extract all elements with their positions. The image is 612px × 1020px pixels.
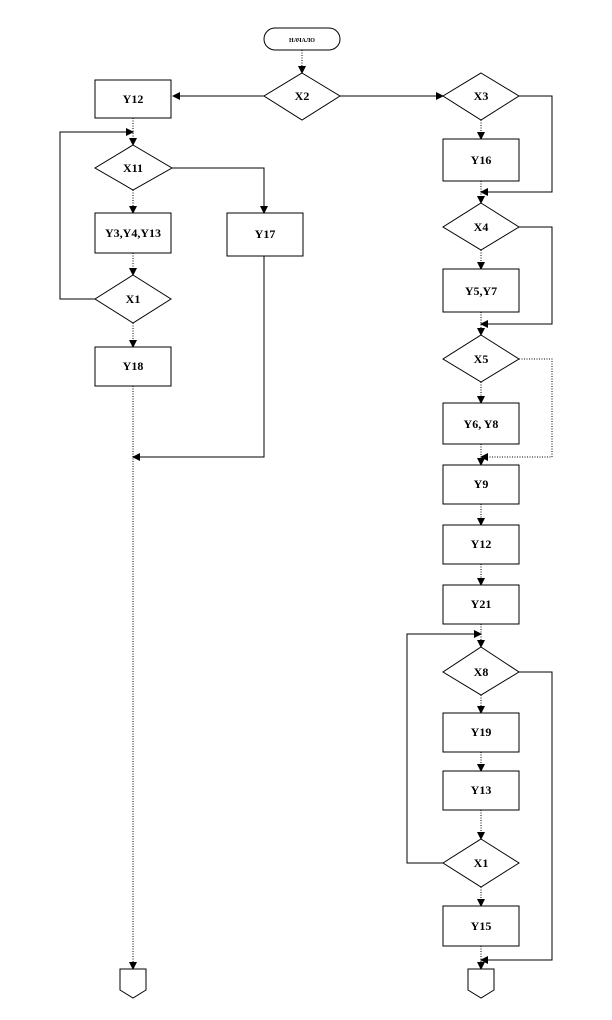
operation-y19: Y19 xyxy=(442,712,520,753)
start-label: НАЧАЛО xyxy=(289,38,315,44)
condition-x3-label: X3 xyxy=(474,89,489,103)
condition-x1-right: X1 xyxy=(442,838,520,888)
operation-y5-y7: Y5,Y7 xyxy=(442,268,520,313)
condition-x11: X11 xyxy=(94,144,174,191)
operation-y15: Y15 xyxy=(442,905,520,947)
condition-x4-label: X4 xyxy=(474,220,489,234)
condition-x11-label: X11 xyxy=(123,161,143,175)
operation-y16: Y16 xyxy=(442,138,520,182)
condition-x8-label: X8 xyxy=(474,665,489,679)
condition-x1-right-label: X1 xyxy=(474,856,489,870)
operation-y17: Y17 xyxy=(226,212,304,257)
end-connector-left xyxy=(119,968,147,999)
connector-lines xyxy=(59,50,553,970)
operation-y13-label: Y13 xyxy=(471,783,492,797)
condition-x2-label: X2 xyxy=(295,89,310,103)
operation-y15-label: Y15 xyxy=(471,919,492,933)
operation-y12-right: Y12 xyxy=(442,524,520,565)
operation-y3-y4-y13: Y3,Y4,Y13 xyxy=(94,212,172,254)
start-terminal: НАЧАЛО xyxy=(263,27,341,51)
operation-y12-left-label: Y12 xyxy=(123,92,144,106)
operation-y16-label: Y16 xyxy=(471,153,492,167)
condition-x3: X3 xyxy=(442,72,520,121)
operation-y13: Y13 xyxy=(442,770,520,811)
operation-y19-label: Y19 xyxy=(471,725,492,739)
condition-x4: X4 xyxy=(442,202,520,251)
operation-y17-label: Y17 xyxy=(255,227,276,241)
operation-y3-y4-y13-label: Y3,Y4,Y13 xyxy=(105,226,161,240)
operation-y21-label: Y21 xyxy=(471,597,492,611)
operation-y5-y7-label: Y5,Y7 xyxy=(465,284,497,298)
operation-y6-y8: Y6, Y8 xyxy=(442,402,520,445)
operation-y6-y8-label: Y6, Y8 xyxy=(464,417,499,431)
condition-x5-label: X5 xyxy=(474,352,489,366)
operation-y9: Y9 xyxy=(442,464,520,505)
operation-y9-label: Y9 xyxy=(474,477,489,491)
condition-x2: X2 xyxy=(263,72,341,121)
operation-y21: Y21 xyxy=(442,584,520,625)
operation-y12-right-label: Y12 xyxy=(471,537,492,551)
operation-y12-left: Y12 xyxy=(94,79,172,119)
condition-x1-left-label: X1 xyxy=(126,292,141,306)
condition-x1-left: X1 xyxy=(94,274,172,324)
end-connector-right xyxy=(467,968,495,999)
operation-y18-label: Y18 xyxy=(123,359,144,373)
operation-y18: Y18 xyxy=(94,346,172,387)
condition-x8: X8 xyxy=(442,646,520,696)
condition-x5: X5 xyxy=(442,334,520,383)
